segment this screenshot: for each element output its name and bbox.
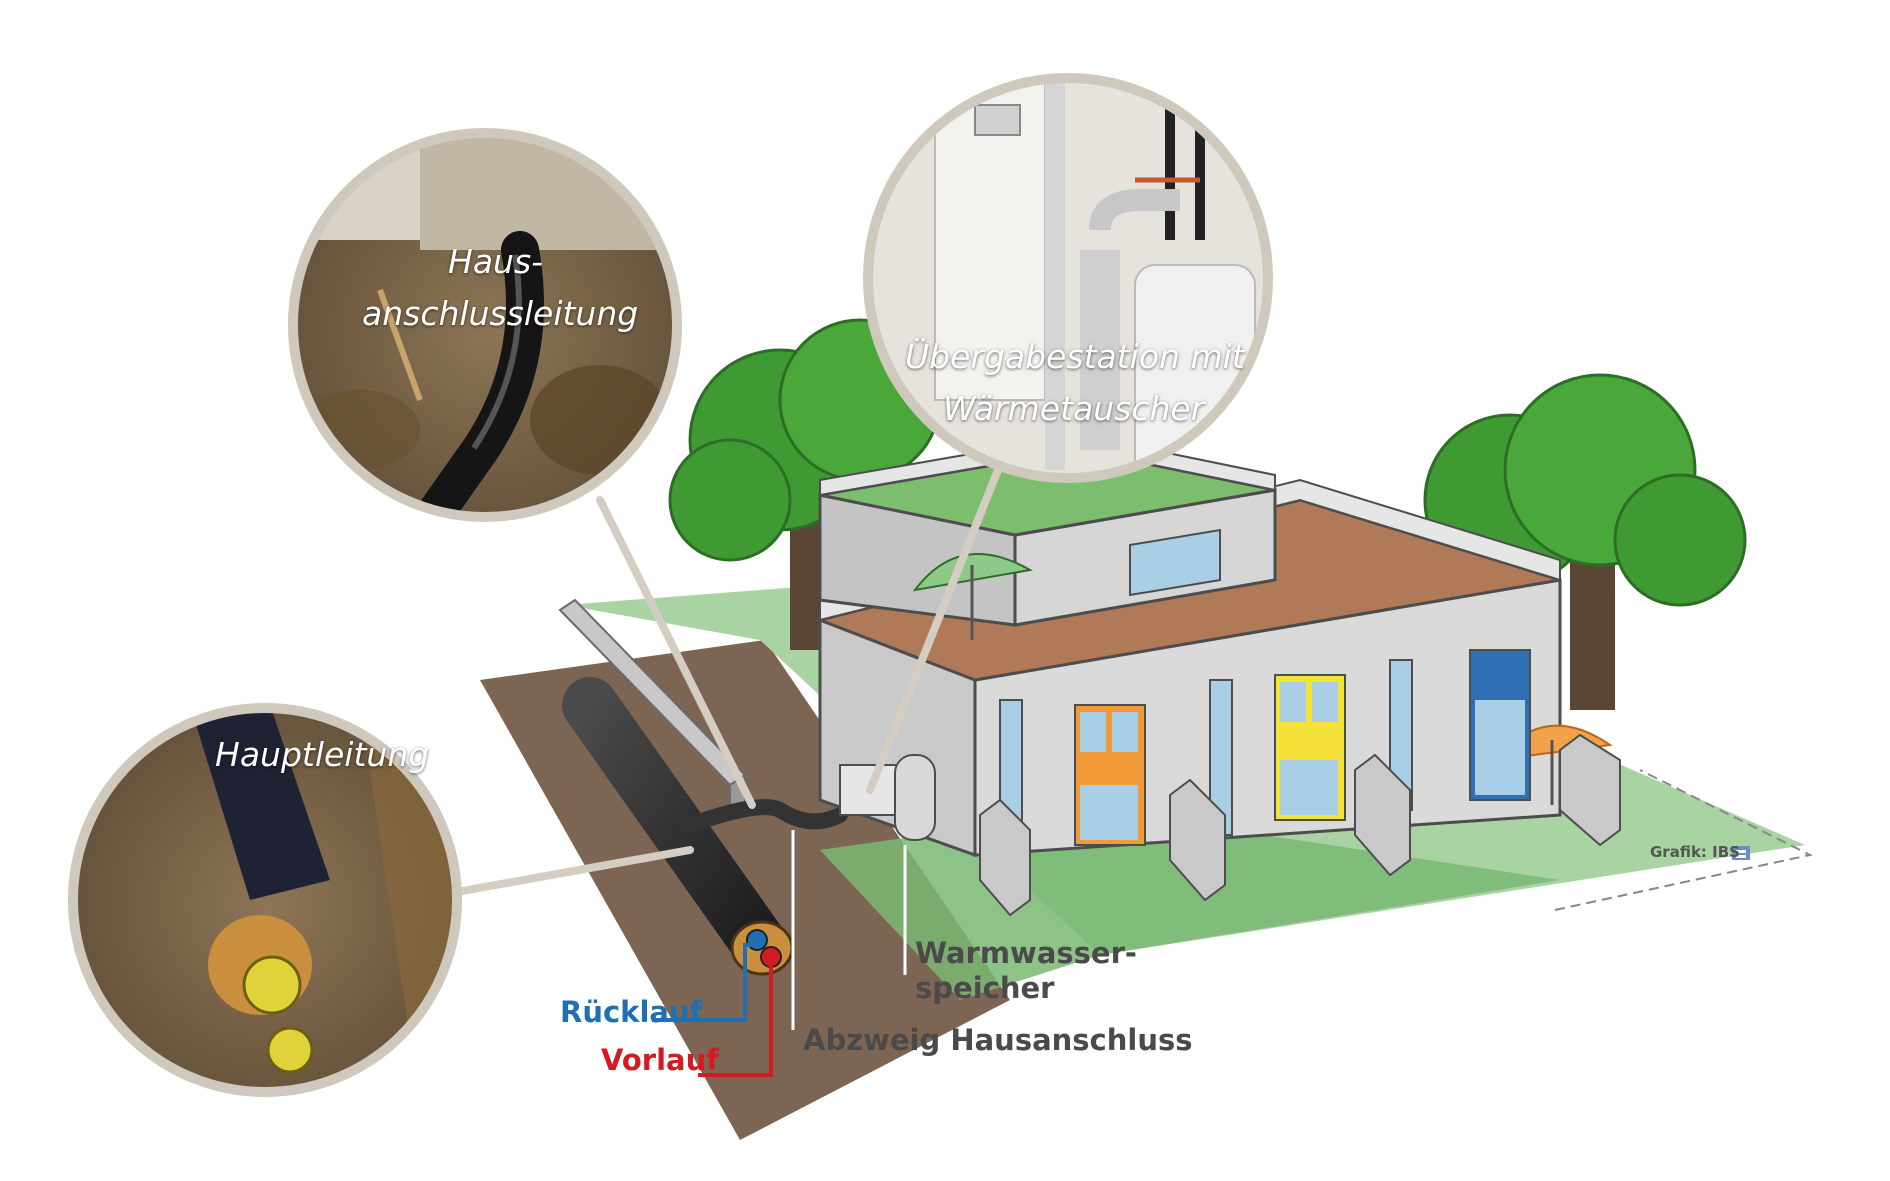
lot-boundary xyxy=(1554,769,1813,911)
privacy-walls xyxy=(979,733,1621,917)
photo-hauptleitung xyxy=(68,703,462,1097)
main-pipe xyxy=(562,677,794,976)
label-credit: Grafik: IBS xyxy=(1650,843,1740,861)
label-warmwasser-line2: speicher xyxy=(915,971,1055,1005)
photo-uebergabestation xyxy=(863,73,1273,483)
label-vorlauf: Vorlauf xyxy=(601,1043,719,1077)
label-station-line1: Übergabestation mit xyxy=(905,337,1245,376)
vorlauf-line xyxy=(698,960,773,1077)
label-station-line2: Wärmetauscher xyxy=(943,389,1205,428)
label-ruecklauf: Rücklauf xyxy=(560,995,703,1029)
callout-leaders xyxy=(436,461,1004,899)
house xyxy=(815,433,1613,858)
label-hauptleitung: Hauptleitung xyxy=(215,735,430,774)
label-abzweig: Abzweig Hausanschluss xyxy=(803,1023,1193,1057)
branch-pipe xyxy=(682,799,848,833)
label-warmwasser-line1: Warmwasser- xyxy=(915,936,1137,970)
ruecklauf-line xyxy=(652,943,755,1022)
ibs-logo-icon xyxy=(1732,846,1750,860)
photo-hausanschluss xyxy=(288,128,682,522)
label-haus-line1: Haus- xyxy=(448,242,544,281)
tree-right xyxy=(1423,373,1747,710)
label-haus-line2: anschlussleitung xyxy=(362,294,639,333)
